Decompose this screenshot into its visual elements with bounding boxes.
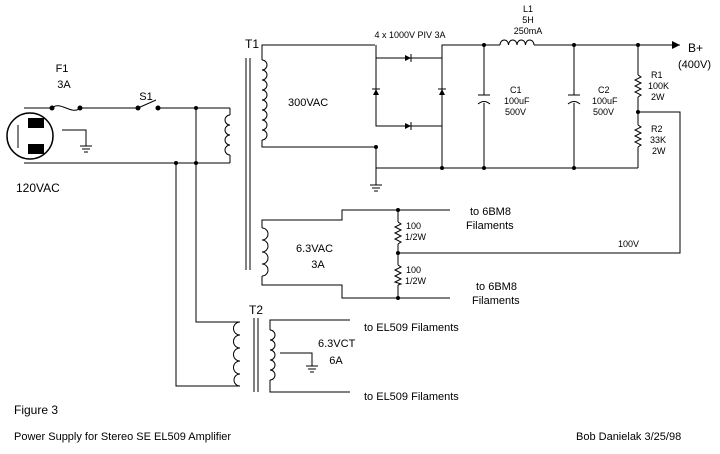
fuse-rating-label: 3A <box>57 79 71 91</box>
caption: Figure 3 Power Supply for Stereo SE EL50… <box>14 403 681 443</box>
ground-icon <box>370 184 382 192</box>
mains-label: 120VAC <box>16 181 60 195</box>
diodes-label: 4 x 1000V PIV 3A <box>374 30 445 40</box>
mains-plug-icon <box>6 112 54 160</box>
filament-r-bottom-label: 100 <box>406 265 421 275</box>
t2-label: T2 <box>249 303 263 317</box>
ground-icon <box>80 145 92 153</box>
resistor-filament-top-icon <box>393 221 403 245</box>
c1-voltage-label: 500V <box>505 107 526 117</box>
r1-value-label: 100K <box>648 81 669 91</box>
fuse-label: F1 <box>56 63 69 75</box>
component-labels: F1 3A S1 120VAC T1 300VAC 6.3VAC 3A T2 6… <box>16 4 711 403</box>
l1-value-label: 5H <box>522 15 534 25</box>
bplus-voltage-label: (400V) <box>678 59 711 71</box>
figure-title: Power Supply for Stereo SE EL509 Amplifi… <box>14 431 231 443</box>
to-6bm8-top-label-2: Filaments <box>466 220 514 232</box>
to-6bm8-bottom-label: to 6BM8 <box>476 281 517 293</box>
filament-r-top-label: 100 <box>406 221 421 231</box>
c2-value-label: 100uF <box>592 96 618 106</box>
r1-power-label: 2W <box>651 92 665 102</box>
c2-label: C2 <box>598 85 610 95</box>
l1-label: L1 <box>523 4 533 14</box>
to-6bm8-top-label: to 6BM8 <box>470 206 511 218</box>
diode-icon <box>405 54 412 62</box>
switch-icon <box>135 99 161 111</box>
t1-label: T1 <box>245 37 259 51</box>
diode-icon <box>405 122 412 130</box>
switch-label: S1 <box>139 91 152 103</box>
r2-label: R2 <box>651 124 663 134</box>
junction-dots <box>174 43 640 300</box>
diode-icon <box>372 88 380 95</box>
resistor-r1-icon <box>633 74 643 98</box>
capacitor-c2-icon <box>567 94 581 105</box>
arrow-right-icon <box>672 41 680 49</box>
figure-number: Figure 3 <box>14 403 58 417</box>
author-date: Bob Danielak 3/25/98 <box>576 431 681 443</box>
t1-lv-current-label: 3A <box>311 259 325 271</box>
t1-lv-label: 6.3VAC <box>296 243 333 255</box>
c1-value-label: 100uF <box>504 96 530 106</box>
ground-icon <box>306 365 318 373</box>
to-6bm8-bottom-label-2: Filaments <box>472 295 520 307</box>
capacitor-c1-icon <box>477 94 491 105</box>
transformer-t2-icon <box>233 318 276 392</box>
filament-r-top-power-label: 1/2W <box>405 232 427 242</box>
diode-icon <box>438 88 446 95</box>
t1-hv-label: 300VAC <box>288 97 328 109</box>
t2-current-label: 6A <box>329 355 343 367</box>
filament-r-bottom-power-label: 1/2W <box>405 276 427 286</box>
choke-l1-icon <box>499 39 535 46</box>
r1-label: R1 <box>651 70 663 80</box>
to-el509-top-label: to EL509 Filaments <box>364 322 459 334</box>
bplus-label: B+ <box>688 41 703 55</box>
t2-sec-label: 6.3VCT <box>318 338 356 350</box>
to-el509-bottom-label: to EL509 Filaments <box>364 391 459 403</box>
resistor-filament-bottom-icon <box>393 264 403 286</box>
c2-voltage-label: 500V <box>593 107 614 117</box>
l1-current-label: 250mA <box>514 26 543 36</box>
r2-value-label: 33K <box>650 135 666 145</box>
r2-power-label: 2W <box>652 146 666 156</box>
fuse-icon <box>49 105 83 111</box>
c1-label: C1 <box>510 85 522 95</box>
transformer-t1-icon <box>224 58 269 277</box>
resistor-r2-icon <box>633 124 643 148</box>
bias-100v-label: 100V <box>618 239 639 249</box>
